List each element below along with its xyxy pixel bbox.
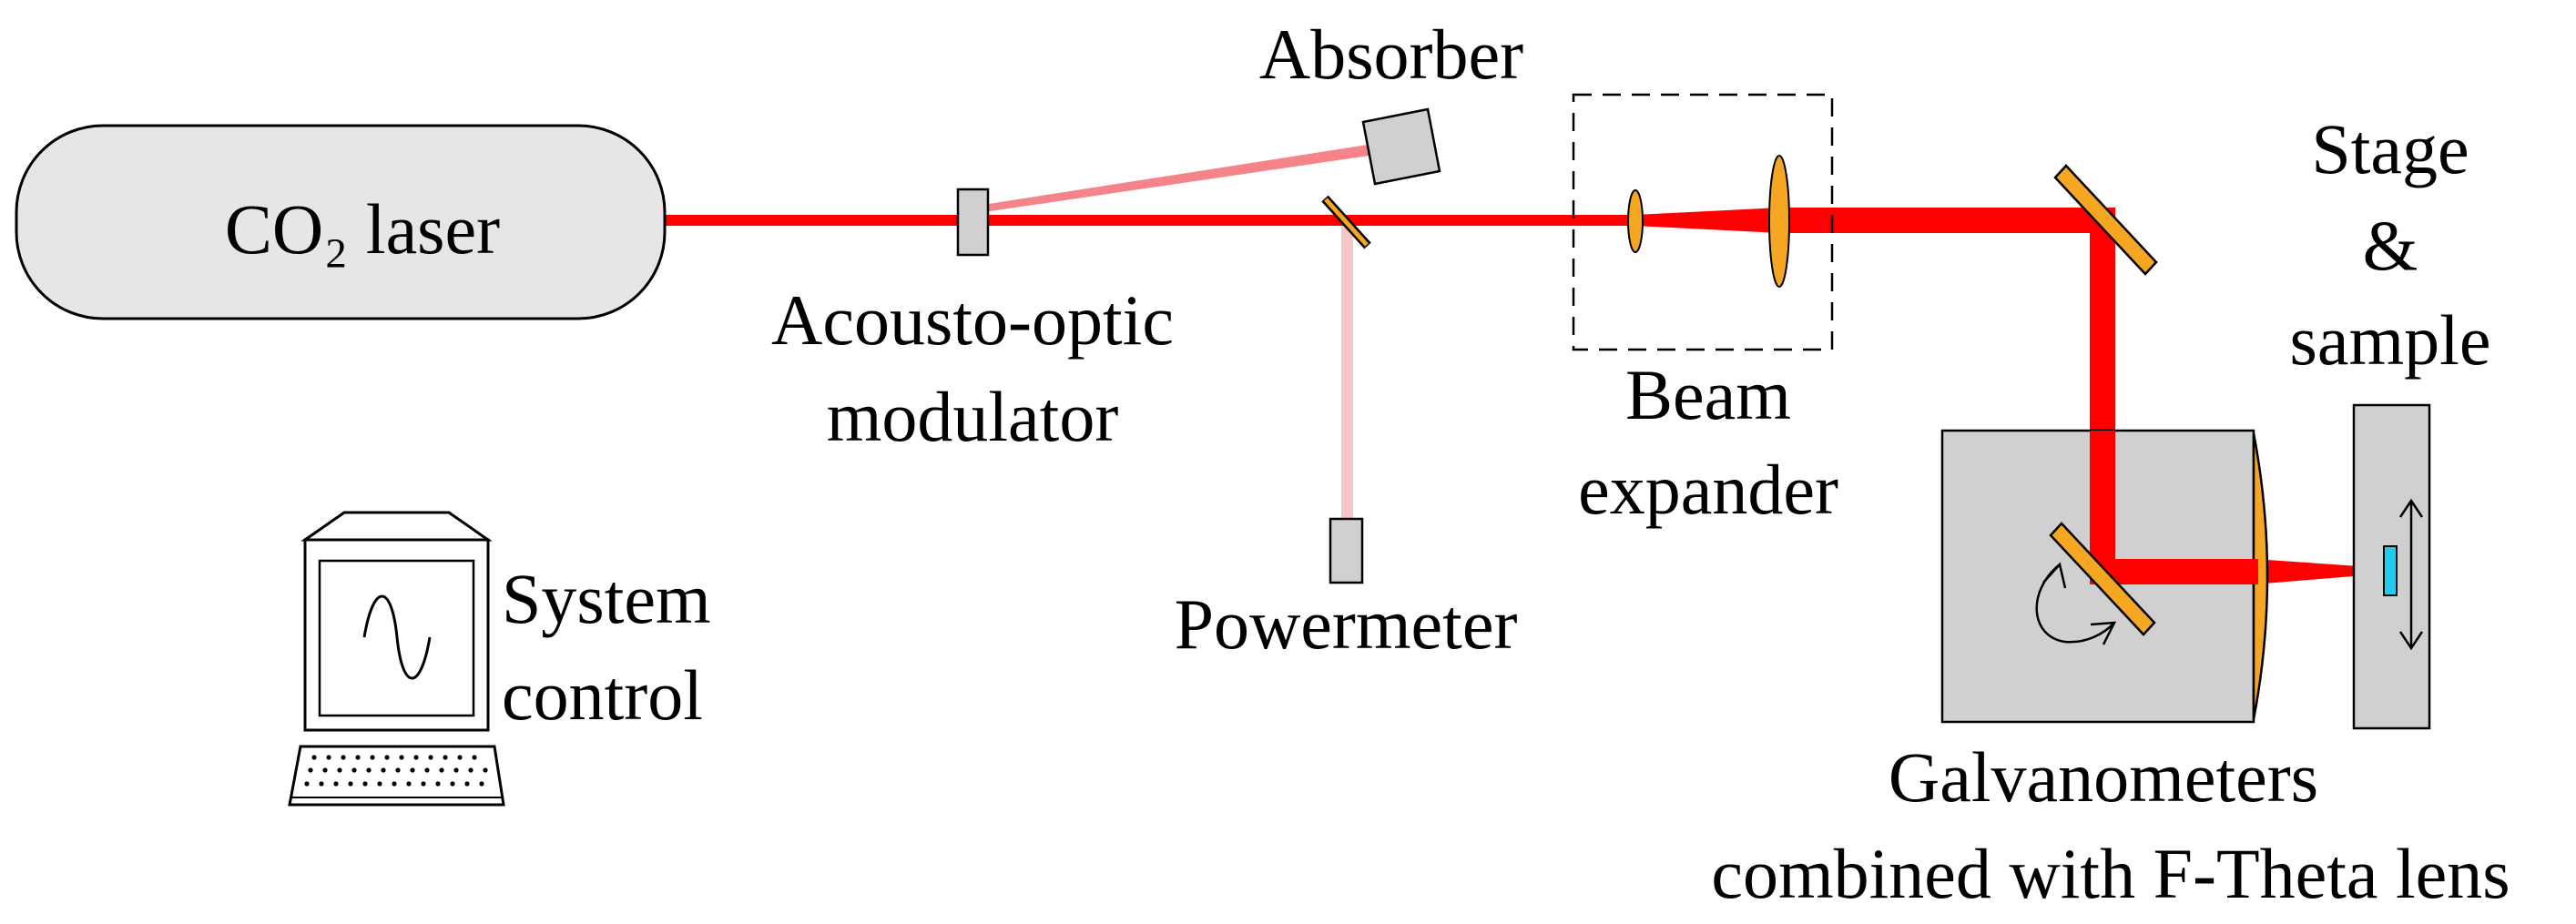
expander-box: [1572, 93, 1834, 351]
beam-expander: Beam expander: [1572, 93, 1838, 529]
aom-body: [956, 188, 990, 257]
splitter-mirror-fill: [1324, 198, 1369, 247]
powermeter-body: [1329, 517, 1364, 584]
stage-body: [2352, 403, 2431, 730]
keyboard-keys: [304, 755, 488, 787]
double-arrow-head-bottom: [2398, 631, 2424, 651]
aom-label-line1: Acousto-optic: [771, 280, 1174, 360]
main-beam: [665, 215, 1639, 226]
galvanometer-unit: Galvanometers combined with F-Theta lens: [1711, 429, 2510, 913]
expander-label-line2: expander: [1578, 450, 1838, 529]
expander-lens-small: [1627, 189, 1644, 253]
system-label-line1: System: [502, 559, 711, 638]
expander-lens-large: [1768, 155, 1790, 288]
stage-label-line2: &: [2363, 206, 2418, 285]
galvo-label-line2: combined with F-Theta lens: [1711, 834, 2510, 913]
absorber: Absorber: [1259, 15, 1523, 186]
powermeter-beam: [1341, 222, 1353, 519]
sine-wave-icon: [362, 594, 432, 680]
expanded-beam: [1780, 208, 2090, 233]
system-label-line2: control: [502, 655, 703, 735]
co2-laser: CO₂ laser: [15, 124, 667, 320]
keyboard-body: [288, 745, 505, 807]
galvo-mirror: [2049, 522, 2156, 636]
laser-body: [15, 124, 667, 320]
stage-label-line3: sample: [2290, 300, 2491, 380]
sample: [2383, 545, 2398, 596]
f-theta-lens: [2252, 432, 2269, 720]
monitor-icon: [300, 511, 493, 732]
acousto-optic-modulator: Acousto-optic modulator: [771, 188, 1174, 456]
double-arrow-head-top: [2398, 498, 2424, 518]
galvo-scan-beam: [2103, 559, 2258, 584]
stage-label-line1: Stage: [2311, 109, 2469, 188]
monitor-top: [300, 511, 493, 542]
absorber-body: [1361, 107, 1441, 186]
stage: Stage & sample: [2290, 109, 2491, 730]
rotation-arrow-icon: [2035, 564, 2115, 644]
fold-mirror: [2053, 164, 2158, 276]
expander-label-line1: Beam: [1625, 355, 1791, 434]
powermeter: Powermeter: [1175, 517, 1518, 664]
rotation-arrowhead-bottom: [2090, 621, 2117, 645]
deflected-beam: [965, 144, 1375, 215]
system-control: System control: [288, 511, 711, 807]
aom-label-line2: modulator: [827, 377, 1119, 456]
keyboard-icon: [288, 745, 505, 807]
powermeter-label: Powermeter: [1175, 584, 1518, 664]
focused-beam: [2254, 559, 2386, 584]
fold-mirror-body: [2053, 164, 2158, 276]
beam-splitter: [1321, 195, 1371, 249]
galvo-label-line1: Galvanometers: [1889, 737, 2318, 817]
rotation-arrowhead-top: [2042, 562, 2067, 589]
expanding-beam: [1634, 208, 1780, 233]
absorber-label: Absorber: [1259, 15, 1523, 94]
laser-label: CO₂ laser: [225, 189, 500, 269]
